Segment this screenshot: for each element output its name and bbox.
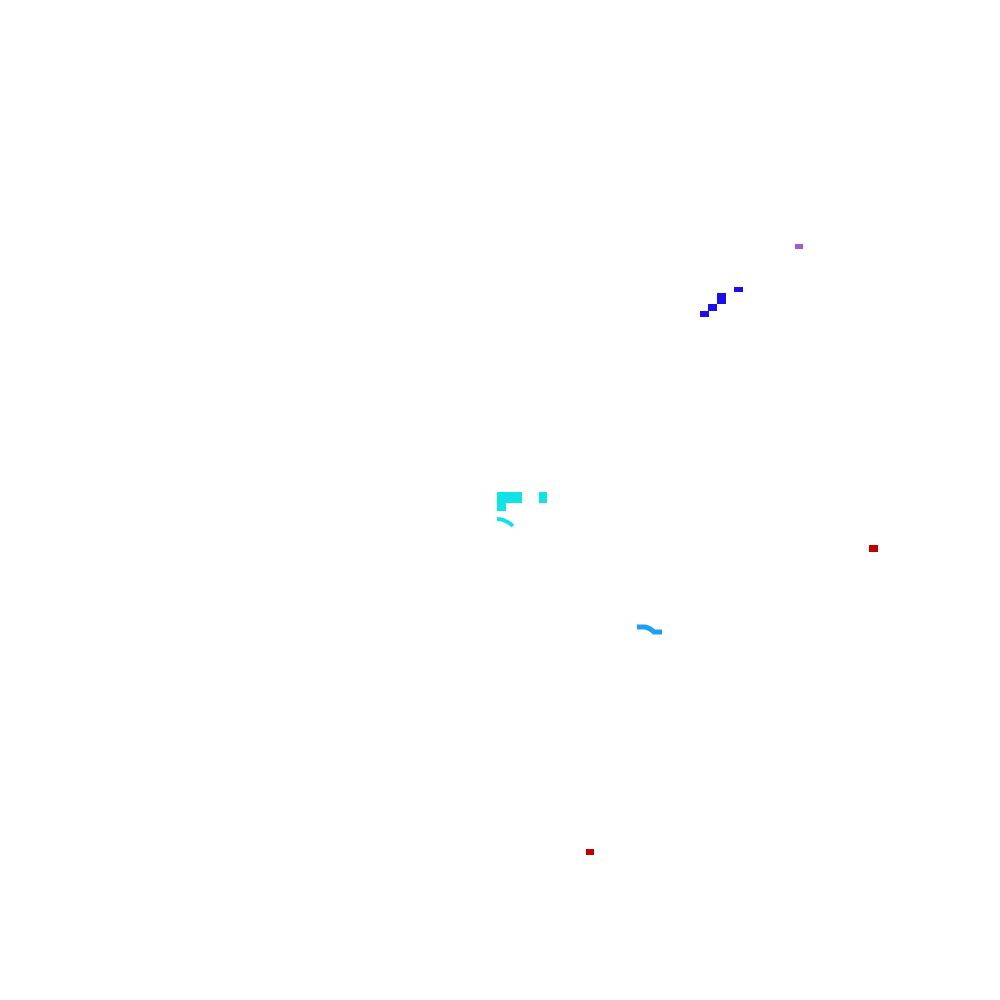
red-dot-right-fragment (869, 545, 878, 552)
sky-wave-fragment (637, 624, 662, 635)
red-dot-bottom-fragment (586, 849, 594, 855)
purple-dash-fragment (795, 244, 803, 249)
cyan-curve-fragment (496, 517, 515, 528)
blue-diagonal-fragment (700, 287, 743, 317)
cyan-small-square-fragment (539, 492, 547, 503)
cyan-block-fragment (497, 492, 522, 511)
